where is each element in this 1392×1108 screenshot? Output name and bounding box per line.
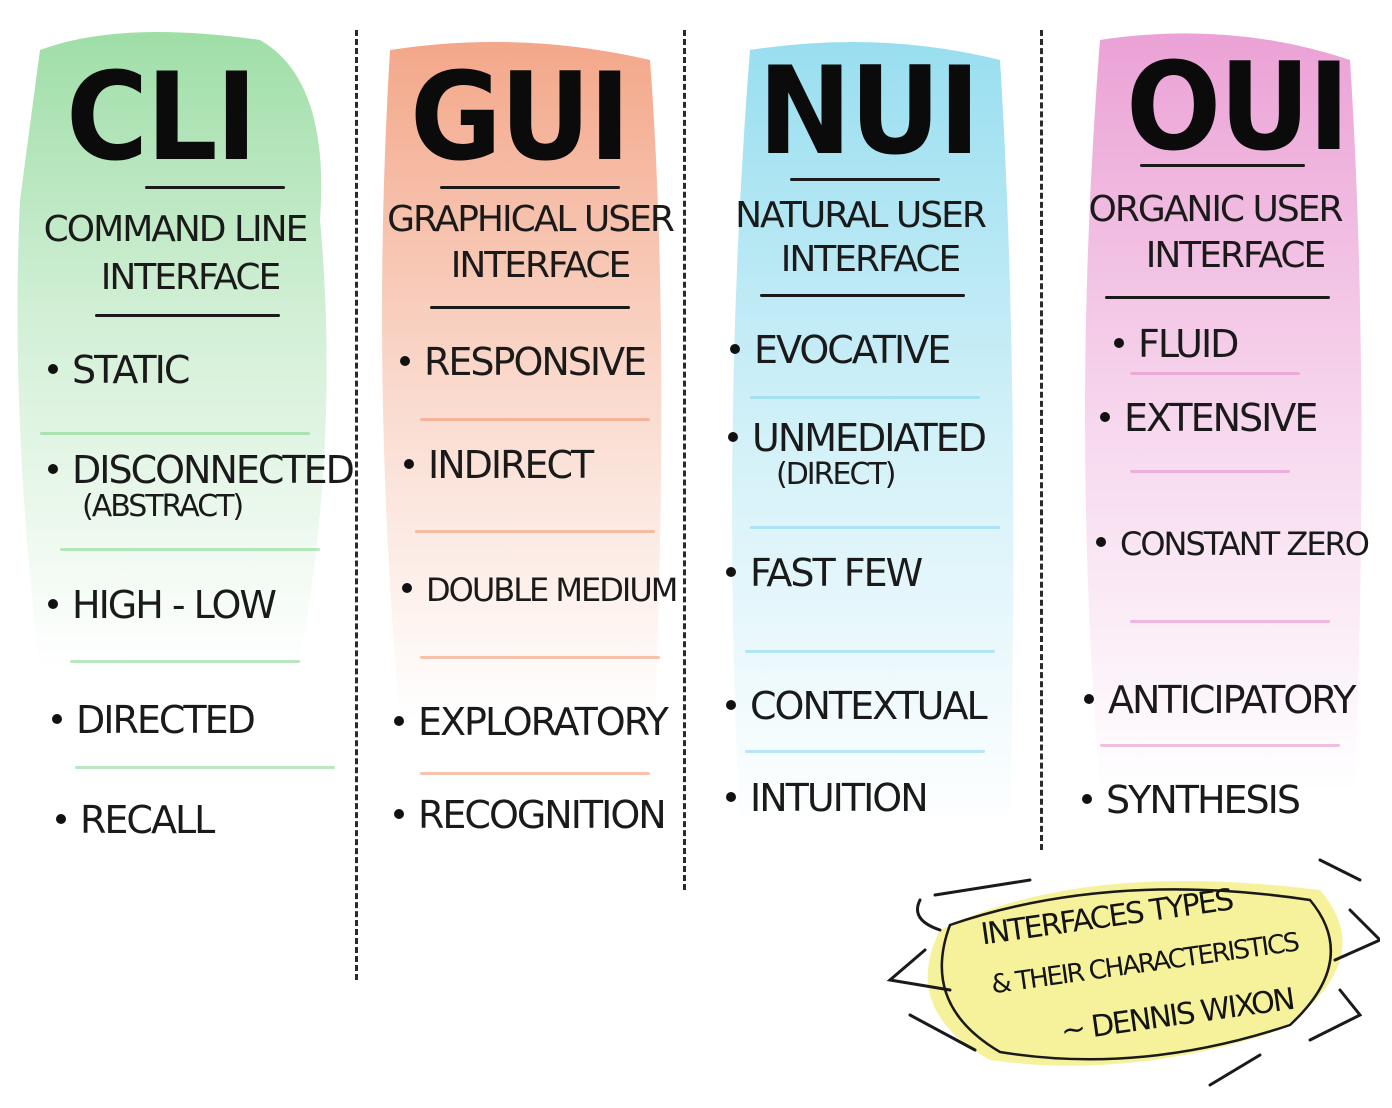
cli-subtitle-line1: COMMAND LINE: [43, 209, 309, 250]
bullet: [1084, 693, 1094, 704]
bullet: [1100, 411, 1110, 422]
bullet: [48, 598, 58, 609]
gui-wash: [370, 30, 670, 720]
cli-item-disconnected: DISCONNECTED(ABSTRACT): [48, 450, 355, 524]
bullet: [402, 583, 412, 593]
nui-item-evocative: EVOCATIVE: [730, 330, 951, 370]
title-underline: [790, 178, 940, 181]
title-underline: [1140, 164, 1305, 167]
cli-item-static: STATIC: [48, 350, 190, 390]
subtitle-underline: [760, 294, 965, 297]
cli-acronym: CLI: [66, 47, 257, 189]
cli-item-directed: DIRECTED: [52, 700, 256, 740]
nui-subtitle-line1: NATURAL USER: [735, 195, 987, 236]
subtitle-underline: [430, 306, 630, 309]
item-separator: [75, 766, 335, 769]
cli-subtitle-line2: INTERFACE: [100, 257, 282, 298]
gui-item-exploratory: EXPLORATORY: [394, 702, 669, 742]
oui-item-synthesis: SYNTHESIS: [1082, 780, 1301, 820]
oui-wash: [1070, 20, 1370, 800]
oui-column: OUI ORGANIC USER INTERFACE FLUID EXTENSI…: [1060, 0, 1392, 1108]
cli-wash: [0, 20, 350, 680]
item-separator: [420, 772, 650, 775]
bullet: [726, 699, 736, 710]
bullet: [726, 566, 736, 577]
item-separator: [60, 548, 320, 551]
title-underline: [440, 186, 620, 189]
column-divider: [355, 30, 358, 980]
note-highlight-scribble: [886, 858, 1380, 1087]
bullet: [728, 431, 738, 442]
oui-acronym: OUI: [1126, 37, 1350, 179]
bullet: [404, 458, 414, 469]
oui-subtitle-line1: ORGANIC USER: [1088, 189, 1344, 230]
item-separator: [745, 650, 995, 653]
gui-item-indirect: INDIRECT: [404, 445, 594, 485]
oui-item-fluid: FLUID: [1114, 324, 1239, 364]
gui-item-recognition: RECOGNITION: [394, 795, 667, 835]
column-divider: [683, 30, 686, 890]
nui-item-contextual: CONTEXTUAL: [726, 686, 988, 726]
item-separator: [1100, 744, 1340, 747]
nui-wash: [720, 30, 1020, 840]
title-underline: [145, 186, 285, 189]
oui-item-constant-zero: CONSTANT ZERO: [1096, 524, 1370, 564]
bullet: [1114, 337, 1124, 348]
oui-subtitle-line2: INTERFACE: [1145, 235, 1327, 276]
bullet: [56, 813, 66, 824]
gui-acronym: GUI: [410, 47, 631, 189]
bullet: [48, 463, 58, 474]
bullet: [726, 791, 736, 802]
bullet: [394, 808, 404, 819]
nui-acronym: NUI: [758, 41, 980, 183]
item-separator: [750, 396, 980, 399]
item-separator: [750, 526, 1000, 529]
column-divider: [1040, 30, 1043, 850]
item-separator: [745, 750, 985, 753]
oui-item-extensive: EXTENSIVE: [1100, 398, 1318, 438]
cli-column: CLI COMMAND LINE INTERFACE STATIC DISCON…: [0, 0, 355, 1108]
gui-column: GUI GRAPHICAL USER INTERFACE RESPONSIVE …: [370, 0, 710, 1108]
item-separator: [420, 656, 660, 659]
bullet: [48, 363, 58, 374]
item-separator: [1130, 620, 1330, 623]
bullet: [730, 343, 740, 354]
nui-column: NUI NATURAL USER INTERFACE EVOCATIVE UNM…: [700, 0, 1040, 1108]
item-separator: [1130, 372, 1300, 375]
item-separator: [415, 530, 655, 533]
subtitle-underline: [95, 314, 280, 317]
gui-item-responsive: RESPONSIVE: [400, 342, 647, 382]
nui-item-intuition: INTUITION: [726, 778, 929, 818]
bullet: [1096, 537, 1106, 547]
item-separator: [40, 432, 310, 435]
credit-note: INTERFACES TYPES & THEIR CHARACTERISTICS…: [880, 840, 1380, 1090]
bullet: [394, 715, 404, 726]
nui-item-fast-few: FAST FEW: [726, 553, 923, 593]
cli-item-high-low: HIGH - LOW: [48, 585, 277, 625]
nui-subtitle-line2: INTERFACE: [780, 239, 962, 280]
bullet: [52, 713, 62, 724]
item-separator: [70, 660, 300, 663]
subtitle-underline: [1105, 296, 1330, 299]
nui-item-unmediated: UNMEDIATED(DIRECT): [728, 418, 987, 492]
bullet: [400, 355, 410, 366]
bullet: [1082, 793, 1092, 804]
item-separator: [1130, 470, 1290, 473]
cli-item-recall: RECALL: [56, 800, 215, 840]
gui-item-double-medium: DOUBLE MEDIUM: [402, 570, 678, 610]
item-separator: [420, 418, 650, 421]
gui-subtitle-line1: GRAPHICAL USER: [387, 199, 675, 240]
gui-subtitle-line2: INTERFACE: [450, 245, 632, 286]
oui-item-anticipatory: ANTICIPATORY: [1084, 680, 1356, 720]
